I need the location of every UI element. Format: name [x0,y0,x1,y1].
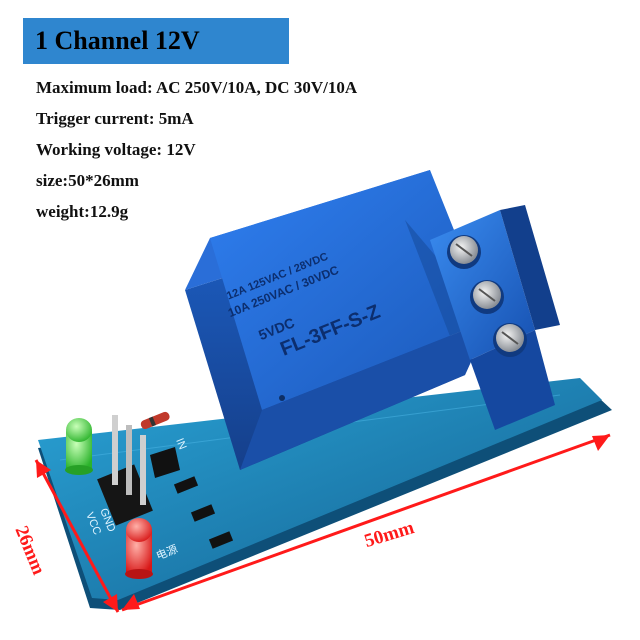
spec-max-load: Maximum load: AC 250V/10A, DC 30V/10A [36,78,358,97]
terminal-screw[interactable] [447,235,481,269]
power-led-red [125,518,153,579]
transistor [150,447,180,478]
relay-body: 12A 125VAC / 28VDC 10A 250VAC / 30VDC 5V… [185,170,490,470]
smd-resistor [208,531,234,549]
screw-terminal [430,205,560,430]
dimension-arrow-width [121,433,611,612]
diode [140,411,170,430]
terminal-screw[interactable] [493,323,527,357]
spec-working-voltage: Working voltage: 12V [36,140,196,159]
terminal-screw[interactable] [470,280,504,314]
spec-list: Maximum load: AC 250V/10A, DC 30V/10A Tr… [36,72,357,227]
spec-size: size:50*26mm [36,171,139,190]
spec-trigger-current: Trigger current: 5mA [36,109,194,128]
product-title: 1 Channel 12V [23,18,289,64]
spec-weight: weight:12.9g [36,202,129,221]
smd-resistor [190,504,216,522]
pcb-label-in: IN [173,437,188,452]
smd-resistor [173,476,199,494]
dimension-arrow-height [34,459,120,613]
status-led-green [65,418,93,475]
header-pins[interactable] [97,415,153,526]
